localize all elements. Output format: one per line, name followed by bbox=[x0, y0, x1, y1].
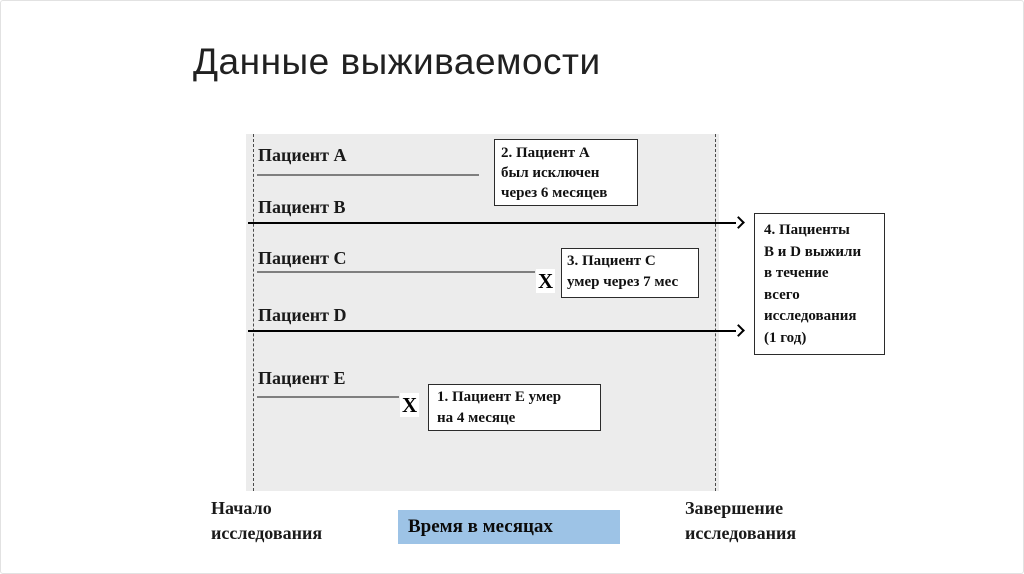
patient-a-timeline bbox=[257, 174, 479, 176]
patient-c-label: Пациент C bbox=[258, 248, 347, 268]
patient-d-arrowhead-icon bbox=[732, 324, 745, 337]
annotation-line: умер через 7 мес bbox=[567, 274, 679, 290]
study-start-boundary-line bbox=[253, 134, 254, 491]
annotation-line: через 6 месяцев bbox=[501, 185, 608, 201]
study-start-label-line: исследования bbox=[211, 523, 323, 543]
annotation-line: на 4 месяце bbox=[437, 410, 516, 426]
time-axis-label: Время в месяцах bbox=[398, 510, 620, 544]
study-end-label-line: Завершение bbox=[685, 498, 784, 518]
study-end-label-line: исследования bbox=[685, 523, 797, 543]
patient-a-label: Пациент A bbox=[258, 145, 347, 165]
annotation-patient-e-death: 1. Пациент E умер на 4 месяце bbox=[428, 384, 601, 431]
annotation-patient-c-death: 3. Пациент C умер через 7 мес bbox=[561, 248, 699, 298]
annotation-line: исследования bbox=[764, 308, 857, 324]
study-end-label: Завершение исследования bbox=[685, 496, 796, 546]
study-start-label: Начало исследования bbox=[211, 496, 322, 546]
annotation-patient-a-censored: 2. Пациент A был исключен через 6 месяце… bbox=[494, 139, 638, 206]
annotation-line: был исключен bbox=[501, 165, 600, 181]
annotation-survivors: 4. Пациенты B и D выжили в течение всего… bbox=[754, 213, 885, 355]
patient-d-timeline bbox=[248, 330, 736, 332]
patient-b-timeline bbox=[248, 222, 736, 224]
patient-d-label: Пациент D bbox=[258, 305, 347, 325]
slide-title: Данные выживаемости bbox=[193, 41, 601, 82]
annotation-line: 2. Пациент A bbox=[501, 145, 590, 161]
annotation-line: всего bbox=[764, 286, 800, 303]
patient-b-label: Пациент B bbox=[258, 197, 346, 217]
patient-c-death-mark: X bbox=[536, 269, 556, 293]
patient-e-label: Пациент E bbox=[258, 368, 346, 388]
study-end-boundary-line bbox=[715, 134, 716, 491]
patient-b-arrowhead-icon bbox=[732, 216, 745, 229]
annotation-line: 3. Пациент C bbox=[567, 253, 656, 269]
patient-e-death-mark: X bbox=[400, 393, 420, 417]
patient-c-timeline bbox=[257, 271, 535, 273]
annotation-line: 4. Пациенты bbox=[764, 222, 850, 238]
patient-e-timeline bbox=[257, 396, 399, 398]
annotation-line: B и D выжили bbox=[764, 243, 862, 260]
study-start-label-line: Начало bbox=[211, 498, 272, 518]
annotation-line: 1. Пациент E умер bbox=[437, 389, 562, 405]
annotation-line: (1 год) bbox=[764, 329, 807, 346]
study-period-panel bbox=[246, 134, 719, 491]
annotation-line: в течение bbox=[764, 265, 829, 281]
